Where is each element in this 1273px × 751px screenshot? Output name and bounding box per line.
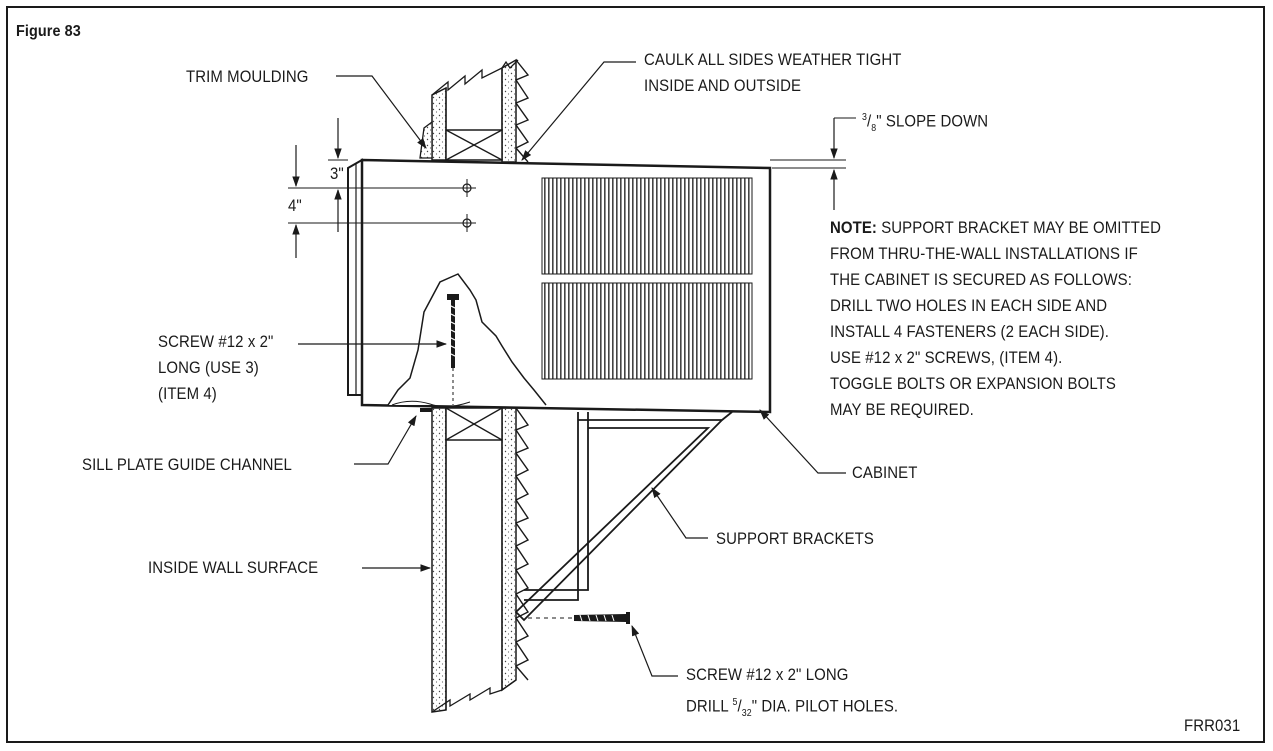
figure-code: FRR031 (1184, 716, 1241, 735)
bottom-screw-fraction-denominator: 32 (741, 708, 752, 720)
label-bottom-screw-line1: SCREW #12 x 2" LONG (686, 665, 849, 684)
label-slope-down: 3/8" SLOPE DOWN (862, 111, 989, 135)
label-caulk-line1: CAULK ALL SIDES WEATHER TIGHT (644, 50, 902, 69)
note-line-7: TOGGLE BOLTS OR EXPANSION BOLTS (830, 374, 1116, 393)
bottom-screw (528, 612, 630, 624)
dimension-3-inch: 3" (330, 164, 344, 183)
label-bottom-screw-line2: DRILL 5/32" DIA. PILOT HOLES. (686, 696, 899, 720)
note-heading: NOTE: (830, 218, 877, 237)
leader-lines (298, 61, 846, 677)
note-line-5: INSTALL 4 FASTENERS (2 EACH SIDE). (830, 322, 1110, 341)
label-cabinet: CABINET (852, 463, 918, 482)
figure-title: Figure 83 (16, 23, 81, 40)
note-line-1-text: SUPPORT BRACKET MAY BE OMITTED (876, 218, 1161, 237)
label-screw-line2: LONG (USE 3) (158, 358, 259, 377)
note-block: NOTE: SUPPORT BRACKET MAY BE OMITTED FRO… (830, 218, 1161, 420)
wall-upper (419, 58, 530, 163)
note-line-2: FROM THRU-THE-WALL INSTALLATIONS IF (830, 244, 1138, 263)
label-screw-line3: (ITEM 4) (158, 384, 217, 403)
slope-fraction-numerator: 3 (862, 112, 867, 123)
slope-fraction-denominator: 8 (871, 123, 877, 135)
label-inside-wall-surface: INSIDE WALL SURFACE (148, 558, 319, 577)
wall-lower (420, 407, 530, 713)
support-bracket (514, 411, 733, 622)
bottom-screw-fraction-numerator: 5 (732, 697, 738, 708)
slope-text: " SLOPE DOWN (876, 111, 989, 131)
note-line-1: NOTE: SUPPORT BRACKET MAY BE OMITTED (830, 218, 1161, 238)
bottom-screw-drill: DRILL (686, 696, 733, 716)
note-line-3: THE CABINET IS SECURED AS FOLLOWS: (830, 270, 1132, 289)
cabinet (347, 158, 772, 414)
label-caulk-line2: INSIDE AND OUTSIDE (644, 76, 802, 95)
bottom-screw-rest: " DIA. PILOT HOLES. (751, 696, 899, 716)
label-sill-plate: SILL PLATE GUIDE CHANNEL (82, 455, 292, 474)
label-screw-line1: SCREW #12 x 2" (158, 332, 274, 351)
note-line-4: DRILL TWO HOLES IN EACH SIDE AND (830, 296, 1108, 315)
label-support-brackets: SUPPORT BRACKETS (716, 529, 874, 548)
note-line-8: MAY BE REQUIRED. (830, 400, 974, 419)
label-trim-moulding: TRIM MOULDING (186, 67, 309, 86)
dimension-lines (288, 117, 856, 258)
dimension-4-inch: 4" (288, 196, 302, 215)
note-line-6: USE #12 x 2" SCREWS, (ITEM 4). (830, 348, 1063, 367)
